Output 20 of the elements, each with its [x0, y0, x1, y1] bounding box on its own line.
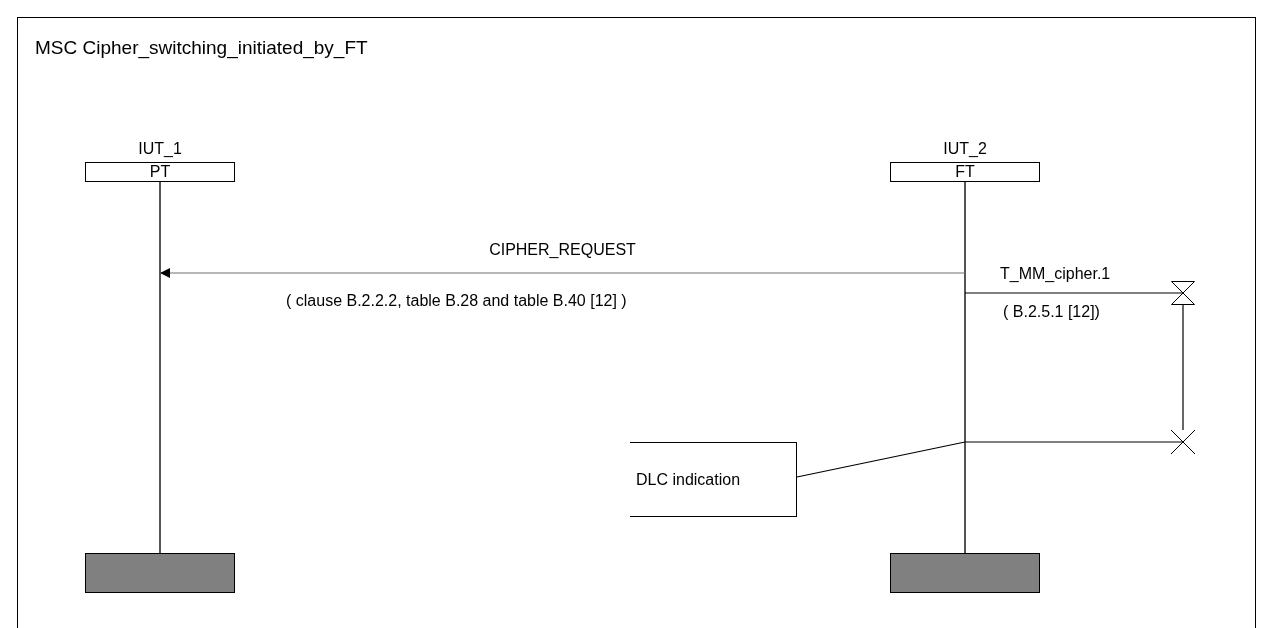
comment-text: DLC indication	[636, 471, 741, 489]
instance-name: IUT_1	[137, 140, 183, 158]
message-label: CIPHER_REQUEST	[488, 241, 637, 259]
message-parameter: ( clause B.2.2.2, table B.28 and table B.40 [12] )	[286, 292, 627, 310]
instance-head-box: PT	[85, 162, 235, 182]
timer-name: T_MM_cipher.1	[1000, 265, 1111, 283]
instance-end-bar	[85, 553, 235, 593]
diagram-title: MSC Cipher_switching_initiated_by_FT	[35, 37, 368, 59]
comment-line	[796, 441, 966, 478]
timer-start-symbol	[1171, 281, 1195, 305]
timer-line	[1182, 304, 1184, 431]
comment-box	[630, 442, 797, 517]
instance-end-bar	[890, 553, 1040, 593]
timer-line	[964, 292, 1184, 294]
instance-head-box: FT	[890, 162, 1040, 182]
timer-reference: ( B.2.5.1 [12])	[1003, 303, 1100, 321]
message-arrow	[159, 268, 966, 278]
timer-line	[964, 441, 1184, 443]
timeout-symbol	[1171, 430, 1195, 454]
instance-name: IUT_2	[942, 140, 988, 158]
